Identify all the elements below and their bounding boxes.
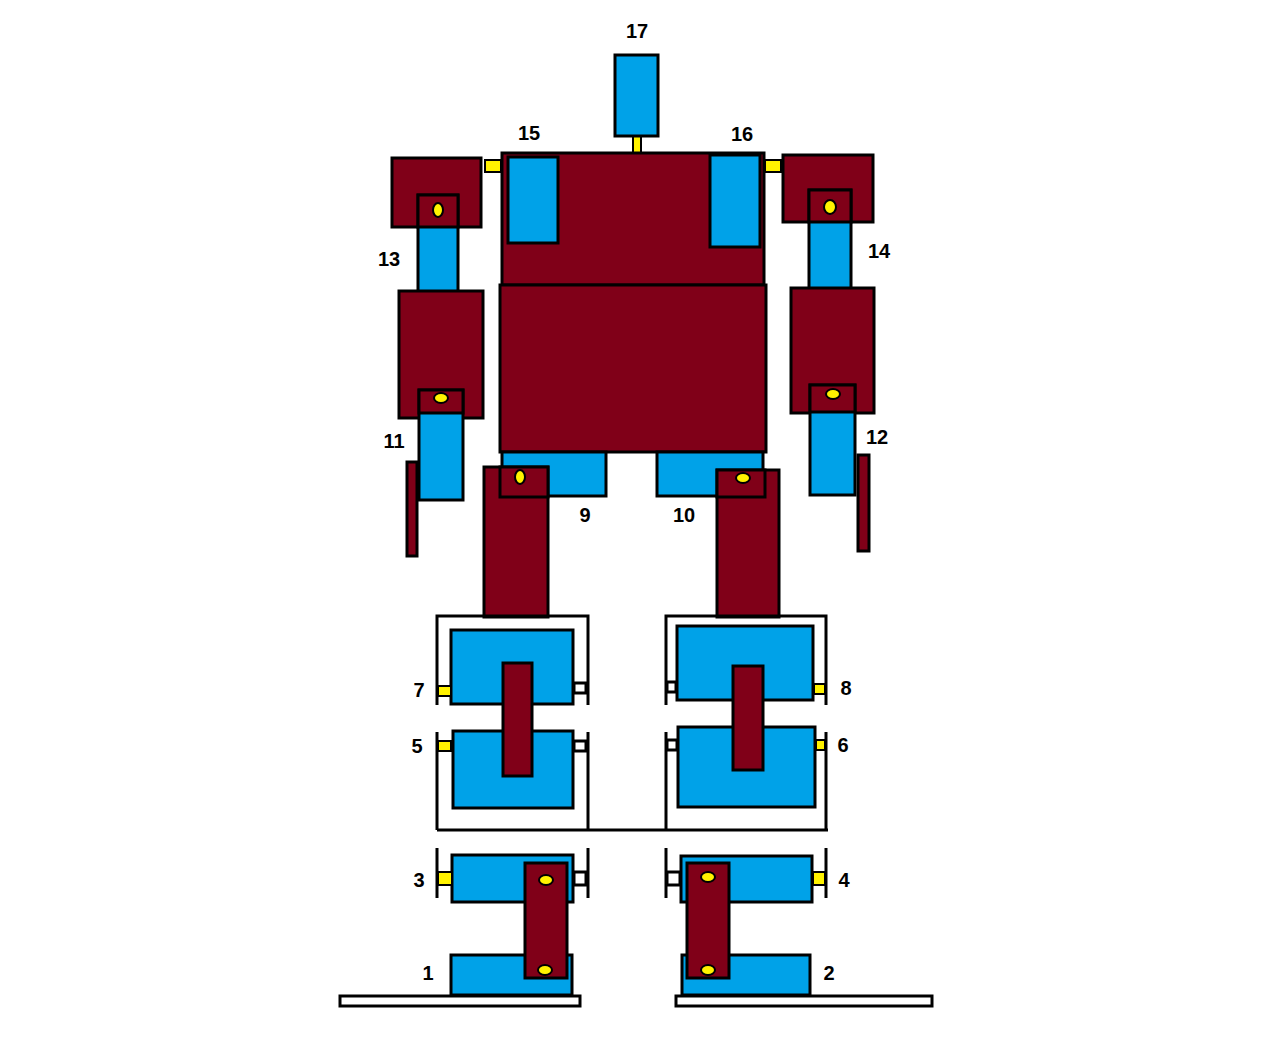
servo-tab: [418, 195, 458, 227]
hand-plate: [858, 455, 869, 551]
servo-shaft: [574, 872, 586, 885]
servo-horn: [538, 965, 552, 975]
servo-shaft: [574, 683, 586, 693]
upper-torso: [502, 153, 764, 285]
servo-horn: [515, 470, 525, 484]
callout-number: 15: [518, 123, 540, 143]
arm-bracket: [392, 158, 481, 227]
callout-number: 9: [579, 505, 590, 525]
callout-number: 3: [413, 870, 424, 890]
servo-horn: [701, 872, 715, 882]
servo-horn: [736, 473, 750, 483]
servo-shaft: [574, 741, 586, 751]
servo-tab: [500, 467, 548, 497]
arm-bracket: [783, 155, 873, 222]
callout-number: 4: [838, 870, 849, 890]
callout-number: 16: [731, 124, 753, 144]
servo-shaft: [438, 686, 451, 696]
servo-shaft: [813, 872, 825, 885]
ankle-link: [687, 863, 729, 978]
head-servo: [615, 55, 658, 136]
shoulder-shaft: [765, 160, 781, 172]
servo-tab: [419, 390, 463, 413]
callout-number: 5: [411, 736, 422, 756]
knee-bracket: [666, 616, 826, 830]
servo-shaft: [814, 684, 825, 694]
servo-horn: [824, 200, 836, 214]
knee-link: [503, 663, 532, 776]
arm-bracket: [791, 288, 874, 413]
callout-number: 11: [383, 431, 404, 451]
shoulder-servo: [508, 157, 558, 243]
servo-shaft: [667, 740, 677, 750]
hand-plate: [407, 462, 417, 556]
servo-tab: [717, 470, 765, 497]
ankle-link: [525, 863, 567, 978]
arm-servo: [809, 190, 851, 296]
callout-number: 1: [422, 963, 433, 983]
thigh-bracket: [717, 470, 779, 617]
callout-number: 2: [823, 963, 834, 983]
knee-link: [733, 666, 763, 770]
callout-number: 14: [868, 241, 890, 261]
foot-plate: [676, 996, 932, 1006]
servo-horn: [434, 393, 448, 403]
callout-number: 7: [413, 680, 424, 700]
servo-horn: [701, 965, 715, 975]
callout-number: 12: [866, 427, 888, 447]
servo-horn: [826, 389, 840, 399]
arm-bracket: [399, 291, 483, 418]
callout-number: 13: [378, 249, 400, 269]
callout-number: 6: [837, 735, 848, 755]
arm-servo: [419, 390, 463, 500]
neck-shaft: [633, 136, 641, 153]
servo-shaft: [816, 740, 825, 750]
callout-number: 10: [673, 505, 695, 525]
thigh-bracket: [484, 467, 548, 617]
servo-shaft: [438, 872, 452, 885]
servo-horn: [433, 203, 443, 217]
callout-number: 17: [626, 21, 648, 41]
callout-number: 8: [840, 678, 851, 698]
knee-bracket: [437, 616, 828, 830]
arm-servo: [418, 195, 458, 300]
servo-tab: [810, 385, 855, 412]
servo-horn: [539, 875, 553, 885]
servo-shaft: [667, 872, 680, 885]
shoulder-shaft: [485, 160, 501, 172]
arm-servo: [810, 385, 855, 495]
servo-shaft: [667, 682, 676, 692]
servo-tab: [809, 190, 851, 222]
shoulder-servo: [710, 155, 760, 247]
servo-shaft: [438, 741, 451, 751]
lower-torso: [500, 285, 766, 452]
foot-plate: [340, 996, 580, 1006]
